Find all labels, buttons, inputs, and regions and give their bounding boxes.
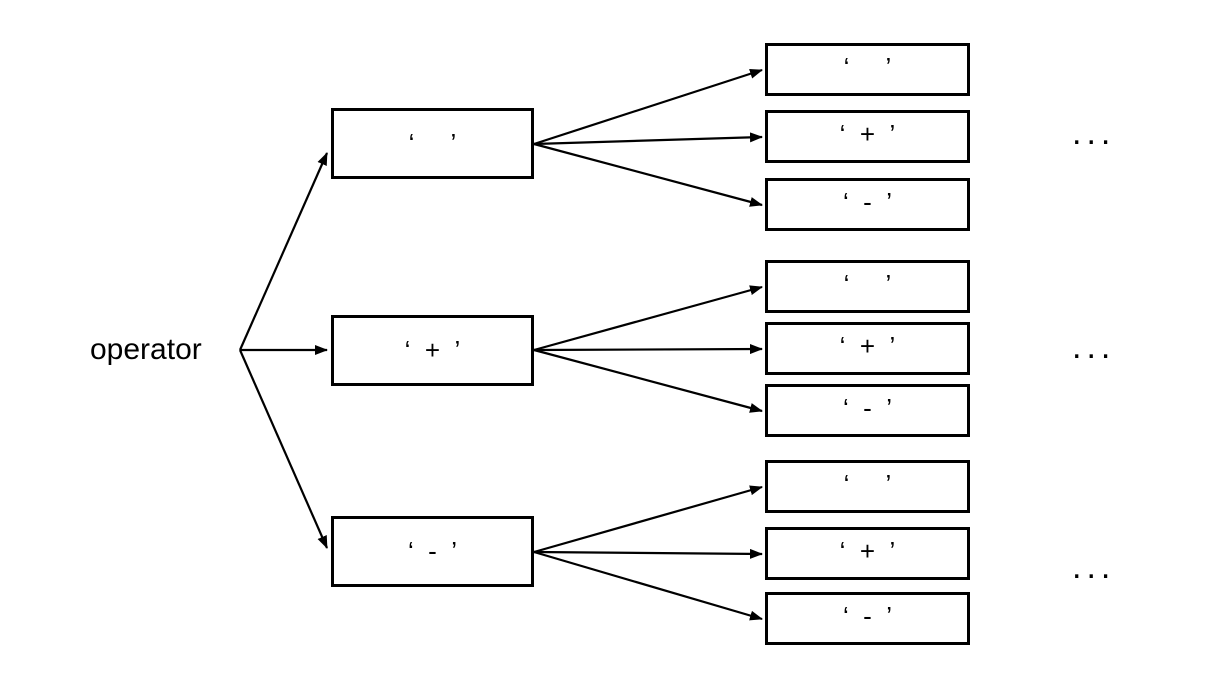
- ellipsis-group2: ...: [1072, 328, 1116, 366]
- operator-box-plus: ‘ + ’: [331, 315, 534, 386]
- arrow-minus-to-minus: [533, 550, 763, 621]
- child-box-g2-plus: ‘ + ’: [765, 322, 970, 375]
- arrow-blank-to-minus: [533, 142, 763, 207]
- child-box-g2-blank: ‘ ’: [765, 260, 970, 313]
- child-box-g3-minus-label: ‘ - ’: [842, 601, 893, 631]
- arrow-minus-to-plus: [533, 548, 763, 559]
- ellipsis-group3: ...: [1072, 548, 1116, 586]
- arrow-plus-to-plus: [533, 344, 763, 355]
- child-box-g3-minus: ‘ - ’: [765, 592, 970, 645]
- arrow-blank-to-blank: [533, 68, 763, 146]
- child-box-g2-minus-label: ‘ - ’: [842, 393, 893, 423]
- child-box-g1-blank-label: ‘ ’: [843, 52, 892, 82]
- operator-box-blank-label: ‘ ’: [408, 128, 457, 158]
- operator-box-blank: ‘ ’: [331, 108, 534, 179]
- arrow-blank-to-plus: [533, 132, 763, 146]
- child-box-g1-plus-label: ‘ + ’: [839, 119, 896, 149]
- operator-box-minus-label: ‘ - ’: [407, 536, 458, 566]
- operator-box-minus: ‘ - ’: [331, 516, 534, 587]
- child-box-g1-minus: ‘ - ’: [765, 178, 970, 231]
- root-label-operator: operator: [90, 333, 202, 366]
- operator-box-plus-label: ‘ + ’: [404, 335, 461, 365]
- arrow-minus-to-blank: [533, 485, 763, 554]
- child-box-g3-plus: ‘ + ’: [765, 527, 970, 580]
- child-box-g1-plus: ‘ + ’: [765, 110, 970, 163]
- child-box-g1-blank: ‘ ’: [765, 43, 970, 96]
- child-box-g3-blank-label: ‘ ’: [843, 469, 892, 499]
- child-box-g3-plus-label: ‘ + ’: [839, 536, 896, 566]
- ellipsis-group1: ...: [1072, 114, 1116, 152]
- child-box-g3-blank: ‘ ’: [765, 460, 970, 513]
- arrow-plus-to-minus: [533, 348, 763, 413]
- arrow-root-to-minus: [238, 349, 329, 549]
- arrow-root-to-blank: [238, 152, 329, 351]
- child-box-g1-minus-label: ‘ - ’: [842, 187, 893, 217]
- child-box-g2-plus-label: ‘ + ’: [839, 331, 896, 361]
- child-box-g2-blank-label: ‘ ’: [843, 269, 892, 299]
- child-box-g2-minus: ‘ - ’: [765, 384, 970, 437]
- arrow-plus-to-blank: [533, 285, 763, 352]
